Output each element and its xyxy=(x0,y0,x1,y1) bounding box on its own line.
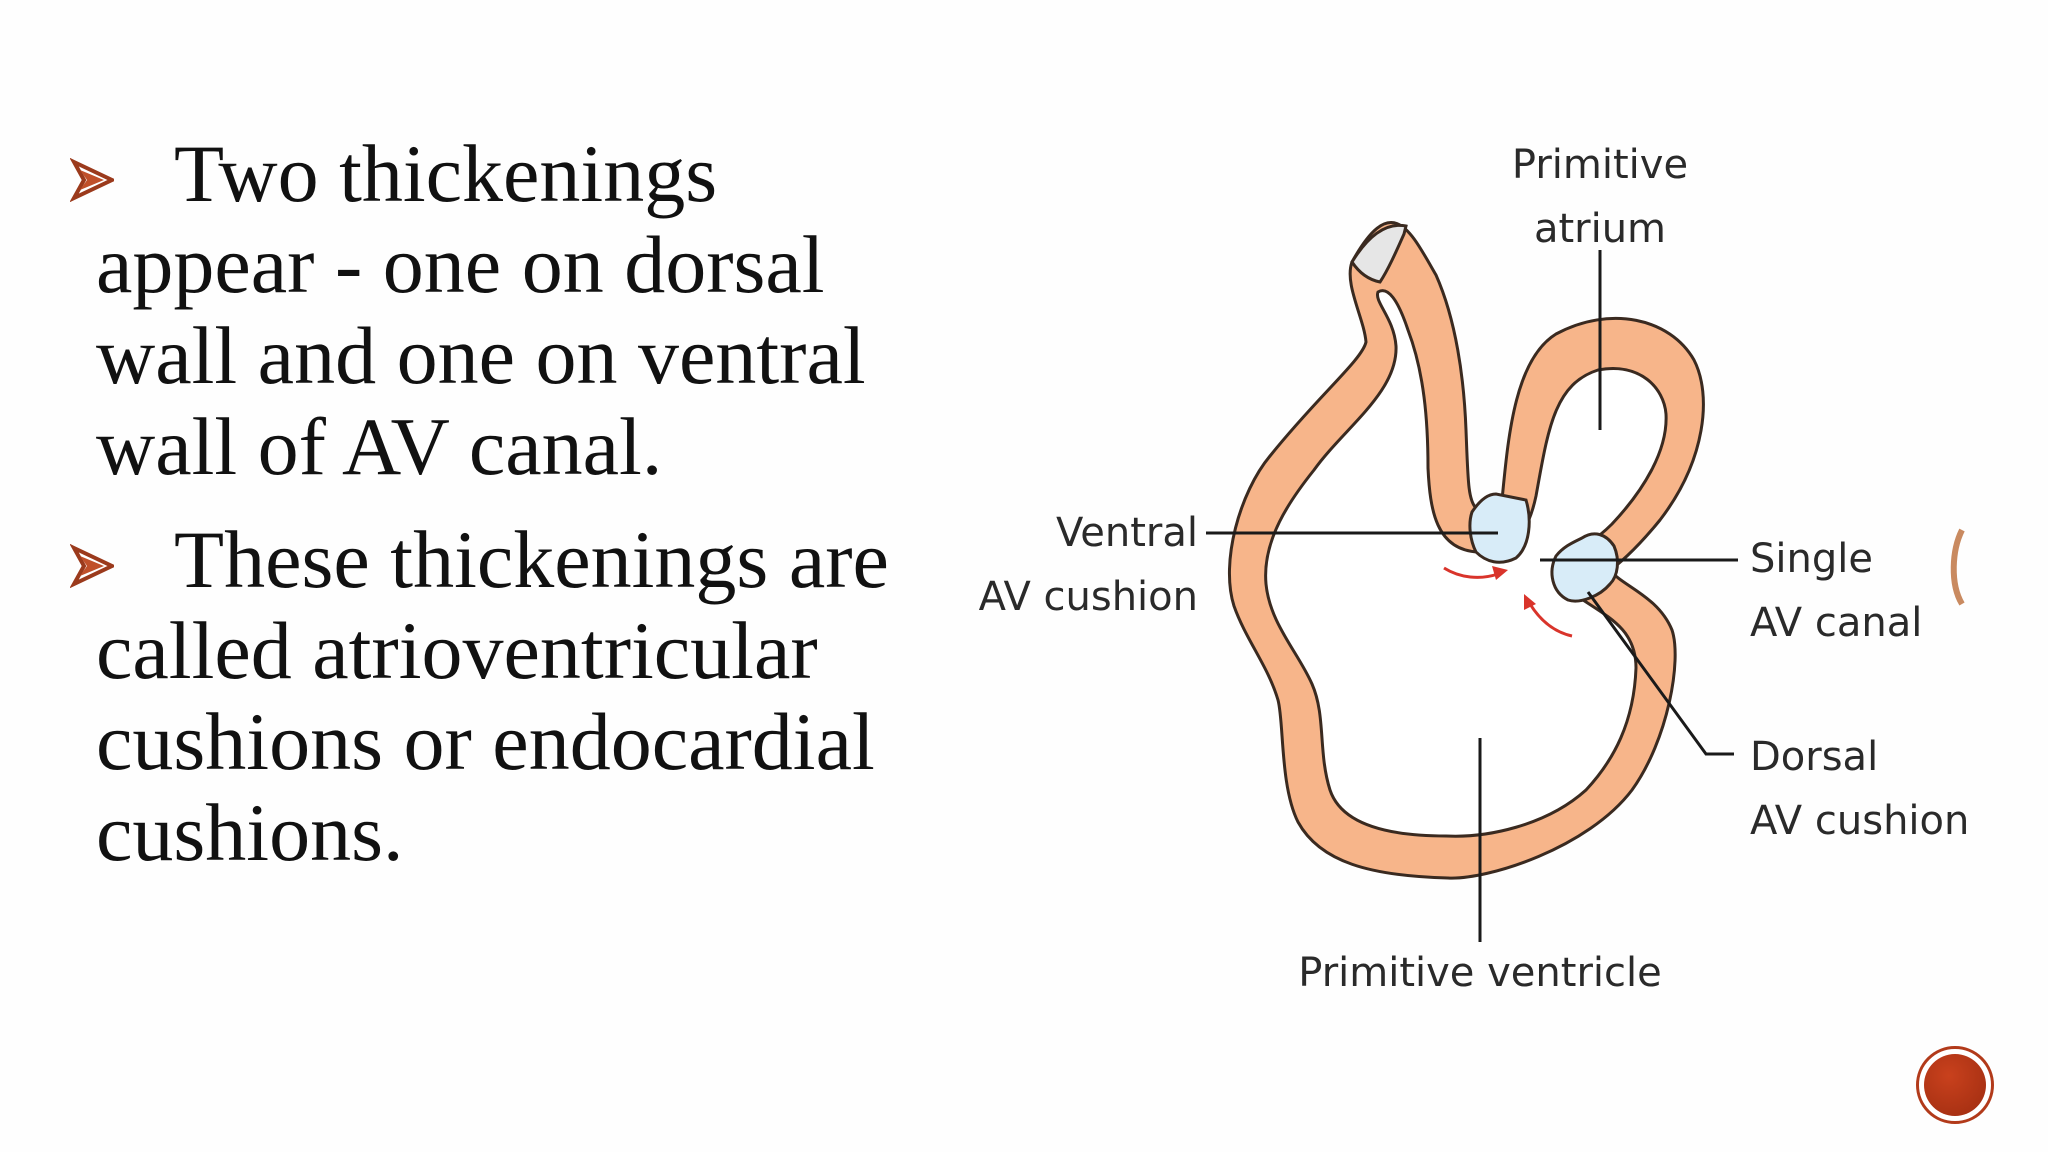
circle-nav-icon xyxy=(1924,1054,1986,1116)
label-dorsal-av-cushion: Dorsal xyxy=(1750,734,1878,780)
dorsal-leader-line xyxy=(1586,591,1734,756)
flow-arrow-head-icon xyxy=(1492,566,1508,580)
cropped-tube-fragment xyxy=(1950,528,1965,606)
bullet-text: Two thickenings appear - one on dorsal w… xyxy=(96,128,866,492)
arrow-bullet-icon xyxy=(70,544,114,588)
label-ventral-av-cushion: AV cushion xyxy=(979,574,1198,620)
label-primitive-atrium: atrium xyxy=(1534,206,1666,252)
bullet-item: Two thickenings appear - one on dorsal w… xyxy=(66,128,946,492)
label-primitive-atrium: Primitive xyxy=(1512,142,1688,188)
flow-arrow-head-icon xyxy=(1524,594,1536,610)
label-dorsal-av-cushion: AV cushion xyxy=(1750,798,1969,844)
label-primitive-ventricle: Primitive ventricle xyxy=(1298,950,1661,996)
bullet-text: These thickenings are called atrioventri… xyxy=(96,514,889,878)
flow-arrow-icon xyxy=(1528,603,1573,638)
dorsal-av-cushion xyxy=(1550,532,1619,603)
arrow-bullet-icon xyxy=(70,158,114,202)
flow-arrow-icon xyxy=(1443,566,1499,579)
label-single-av-canal: AV canal xyxy=(1750,600,1922,646)
ventral-av-cushion xyxy=(1468,492,1531,564)
label-single-av-canal: Single xyxy=(1750,536,1873,582)
heart-tube-diagram: Primitive atrium Ventral AV cushion Sing… xyxy=(979,142,1970,996)
outflow-cap xyxy=(1350,223,1408,284)
bullet-item: These thickenings are called atrioventri… xyxy=(66,514,946,878)
bullet-list: Two thickenings appear - one on dorsal w… xyxy=(66,128,946,900)
slide-nav-button[interactable] xyxy=(1916,1046,1994,1124)
label-ventral-av-cushion: Ventral xyxy=(1056,510,1198,556)
